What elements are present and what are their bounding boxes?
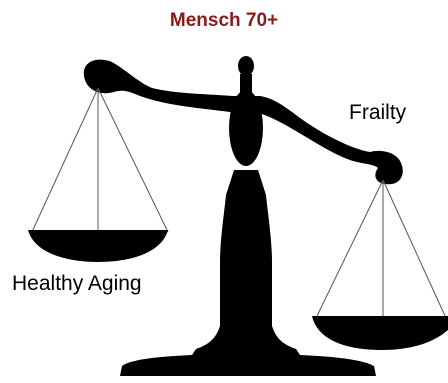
right-pan-label: Frailty — [349, 101, 406, 125]
left-pan-label: Healthy Aging — [12, 272, 142, 296]
right-pan-strings — [316, 180, 446, 318]
right-pan — [312, 316, 448, 350]
left-pan-strings — [32, 88, 168, 232]
left-pan — [28, 230, 168, 262]
diagram-title: Mensch 70+ — [0, 10, 448, 32]
scale-finial — [238, 56, 254, 76]
